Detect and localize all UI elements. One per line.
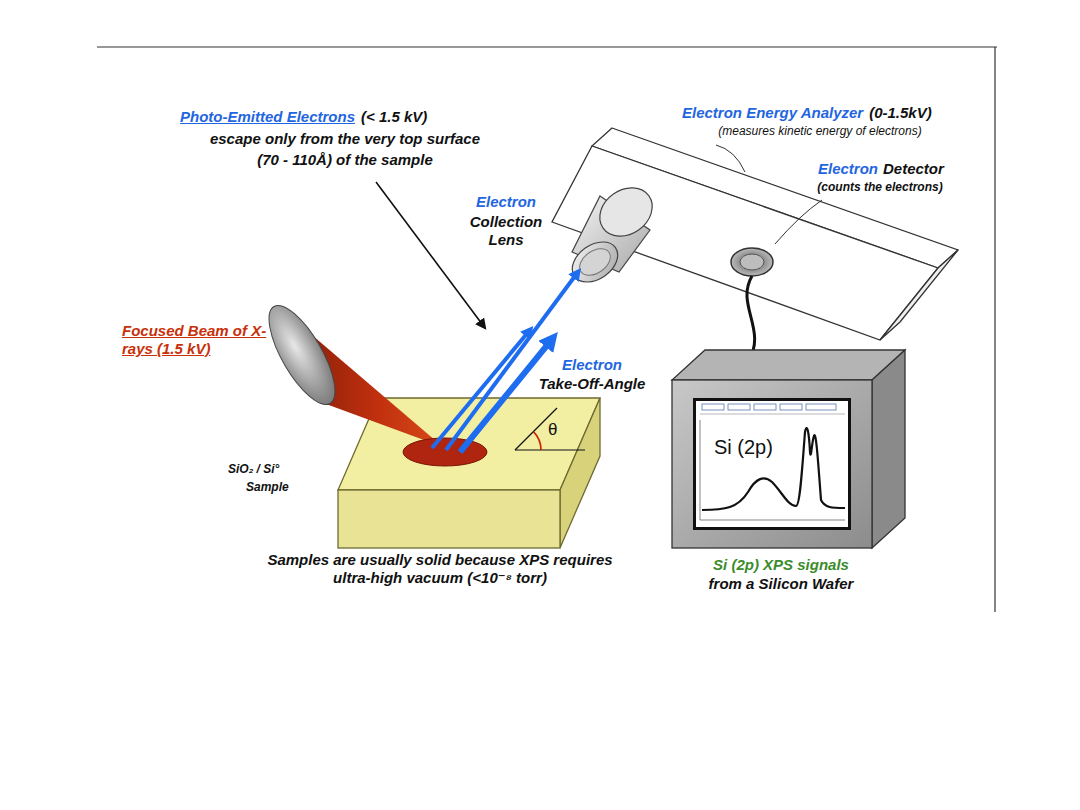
beam-label: Focused Beam of X-rays (1.5 kV) <box>122 322 272 358</box>
electron-detector <box>740 254 764 270</box>
illustration-part <box>780 404 802 410</box>
illustration-part <box>702 404 724 410</box>
illustration-part <box>754 404 776 410</box>
leader-line <box>716 145 745 172</box>
illustration-part <box>700 520 845 521</box>
angle-arc <box>533 432 541 450</box>
illustration-part <box>590 178 661 246</box>
illustration-part <box>560 398 600 548</box>
angle-line <box>515 408 557 450</box>
illustration-part <box>702 428 845 510</box>
electron-arrow <box>446 272 578 450</box>
callout-note: (70 - 110Å) of the sample <box>257 151 433 169</box>
part-note: (measures kinetic energy of electrons) <box>718 124 921 139</box>
detector-cable <box>747 276 755 362</box>
x-ray-spot <box>403 438 487 466</box>
electron-arrow <box>460 338 553 452</box>
electron-energy-analyzer <box>552 128 958 340</box>
monitor <box>672 350 905 548</box>
callout-note: escape only from the very top surface <box>210 130 480 148</box>
callout-heading: Photo-Emitted Electrons <box>180 108 355 126</box>
caption-label: Si (2p) XPS signals <box>713 556 849 574</box>
part-name: Detector <box>883 160 944 178</box>
illustration-part <box>552 146 938 340</box>
part-name: Collection Lens <box>461 213 551 249</box>
illustration-part <box>575 243 615 281</box>
angle-label: Take-Off-Angle <box>539 375 646 393</box>
sample-label: SiO₂ / Si° <box>228 462 279 477</box>
illustration-part <box>700 420 701 520</box>
illustration-part <box>728 404 750 410</box>
frame-line <box>994 47 995 612</box>
part-range: (0-1.5kV) <box>869 104 932 122</box>
part-name: Electron <box>476 193 536 211</box>
illustration-part <box>872 350 905 548</box>
part-name: Electron <box>818 160 878 178</box>
illustration-part <box>672 350 905 380</box>
electron-detector <box>731 248 773 276</box>
illustration-part <box>693 398 851 530</box>
illustration-part <box>338 490 560 548</box>
monitor-screen: Si (2p) <box>693 398 851 530</box>
pointer-arrow <box>376 182 485 328</box>
illustration-part <box>806 404 836 410</box>
screen-label: Si (2p) <box>714 435 773 459</box>
illustration-part <box>672 380 872 548</box>
leader-line <box>775 200 822 244</box>
illustration-part <box>565 234 625 291</box>
frame-line <box>97 46 997 47</box>
part-name: Electron Energy Analyzer <box>682 104 863 122</box>
illustration-part <box>880 250 958 340</box>
part-note: (counts the electrons) <box>817 180 942 195</box>
angle-label: Electron <box>562 356 622 374</box>
callout-value: (< 1.5 kV) <box>361 108 427 126</box>
angle-symbol: θ <box>548 420 557 440</box>
caption-label: from a Silicon Wafer <box>709 575 854 593</box>
sample-label: Sample <box>246 480 289 495</box>
angle-line <box>515 449 585 450</box>
x-ray-beam <box>257 297 348 414</box>
illustration-part <box>700 414 845 415</box>
footnote: Samples are usually solid because XPS re… <box>265 551 615 587</box>
